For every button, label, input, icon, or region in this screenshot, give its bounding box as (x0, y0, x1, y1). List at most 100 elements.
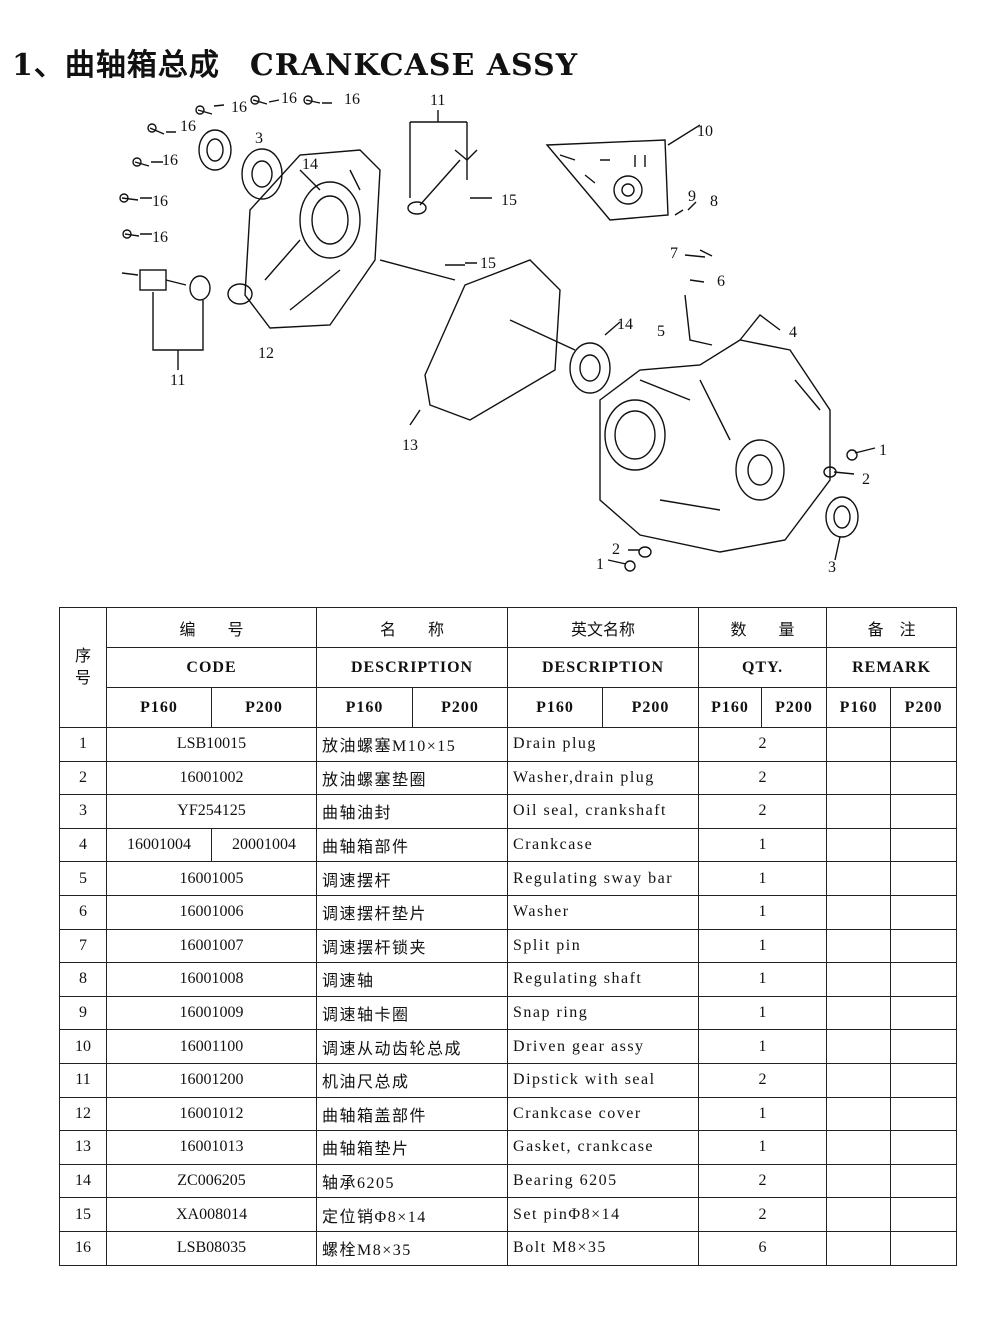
bolt-icon (119, 95, 332, 239)
remark-p200 (890, 1096, 958, 1132)
crankcase-icon (599, 339, 831, 553)
code: YF254125 (105, 794, 318, 829)
callout-16: 16 (281, 90, 297, 107)
remark-p160 (826, 827, 892, 863)
remark-p200 (890, 1197, 958, 1232)
code: 16001008 (105, 962, 318, 997)
header-p160: P160 (106, 687, 212, 728)
callout-16: 16 (152, 193, 168, 210)
description-zh: 曲轴箱部件 (316, 827, 509, 863)
description-en: Bolt M8×35 (507, 1230, 700, 1266)
code-p200: 20001004 (210, 827, 318, 863)
description-en: Crankcase cover (507, 1096, 700, 1132)
description-en: Washer,drain plug (507, 760, 700, 796)
description-zh: 调速摆杆锁夹 (316, 928, 509, 964)
row-number: 7 (59, 928, 107, 964)
callout-13: 13 (402, 437, 418, 454)
callout-1: 1 (879, 442, 887, 459)
description-en: Regulating shaft (507, 962, 700, 997)
callout-15: 15 (480, 255, 496, 272)
code: 16001012 (105, 1096, 318, 1132)
title-zh: 1、曲轴箱总成 (12, 48, 220, 83)
row-number: 13 (59, 1130, 107, 1165)
parts-table: 序 号 编 号 名 称 英文名称 数 量 备 注 CODE DESCRIPTIO… (59, 607, 958, 1266)
code: 16001006 (105, 894, 318, 930)
description-zh: 轴承6205 (316, 1163, 509, 1199)
row-number: 16 (59, 1230, 107, 1266)
callout-14: 14 (617, 316, 633, 333)
code: 16001009 (105, 995, 318, 1031)
row-number: 10 (59, 1029, 107, 1064)
description-zh: 定位销Φ8×14 (316, 1197, 509, 1232)
code: 16001013 (105, 1130, 318, 1165)
quantity: 1 (698, 1029, 828, 1064)
callout-14: 14 (302, 156, 318, 173)
code: 16001007 (105, 928, 318, 964)
code: LSB10015 (105, 727, 318, 762)
remark-p160 (826, 995, 892, 1031)
code: ZC006205 (105, 1163, 318, 1199)
dipstick-icon (139, 269, 167, 291)
description-en: Regulating sway bar (507, 861, 700, 896)
header-code: CODE (105, 647, 318, 688)
quantity: 2 (698, 794, 828, 829)
remark-p200 (890, 1130, 958, 1165)
quantity: 6 (698, 1230, 828, 1266)
remark-p200 (890, 928, 958, 964)
quantity: 2 (698, 1197, 828, 1232)
callout-16: 16 (231, 99, 247, 116)
remark-p160 (826, 1197, 892, 1232)
quantity: 2 (698, 760, 828, 796)
quantity: 1 (698, 894, 828, 930)
description-zh: 曲轴箱盖部件 (316, 1096, 509, 1132)
row-number: 5 (59, 861, 107, 896)
crankcase-cover-icon (244, 149, 381, 329)
description-en: Crankcase (507, 827, 700, 863)
page-title: 1、曲轴箱总成 CRANKCASE ASSY (12, 40, 578, 84)
title-en: CRANKCASE ASSY (249, 48, 579, 83)
remark-p200 (890, 827, 958, 863)
row-number: 14 (59, 1163, 107, 1199)
row-number: 3 (59, 794, 107, 829)
remark-p160 (826, 894, 892, 930)
callout-16: 16 (344, 91, 360, 108)
header-code-zh: 编 号 (105, 607, 318, 648)
callout-7: 7 (670, 245, 678, 262)
row-number: 12 (59, 1096, 107, 1132)
header-qty-zh: 数 量 (698, 607, 828, 648)
remark-p160 (826, 861, 892, 896)
remark-p200 (890, 1163, 958, 1199)
quantity: 1 (698, 1130, 828, 1165)
header-description: DESCRIPTION (316, 647, 509, 688)
header-en-name-zh: 英文名称 (507, 607, 700, 648)
header-p160: P160 (507, 687, 604, 728)
remark-p200 (890, 1029, 958, 1064)
callout-8: 8 (710, 193, 718, 210)
header-p200: P200 (210, 687, 318, 728)
callout-1: 1 (596, 556, 604, 573)
quantity: 1 (698, 1096, 828, 1132)
header-seq: 序 号 (59, 607, 107, 728)
remark-p200 (890, 995, 958, 1031)
quantity: 2 (698, 1062, 828, 1098)
header-p160: P160 (826, 687, 892, 728)
remark-p160 (826, 962, 892, 997)
quantity: 2 (698, 727, 828, 762)
code: 16001002 (105, 760, 318, 796)
callout-2: 2 (612, 541, 620, 558)
callout-15: 15 (501, 192, 517, 209)
gear-icon (613, 175, 643, 205)
row-number: 1 (59, 727, 107, 762)
callout-3: 3 (255, 130, 263, 147)
description-en: Washer (507, 894, 700, 930)
gasket-icon (424, 259, 561, 421)
